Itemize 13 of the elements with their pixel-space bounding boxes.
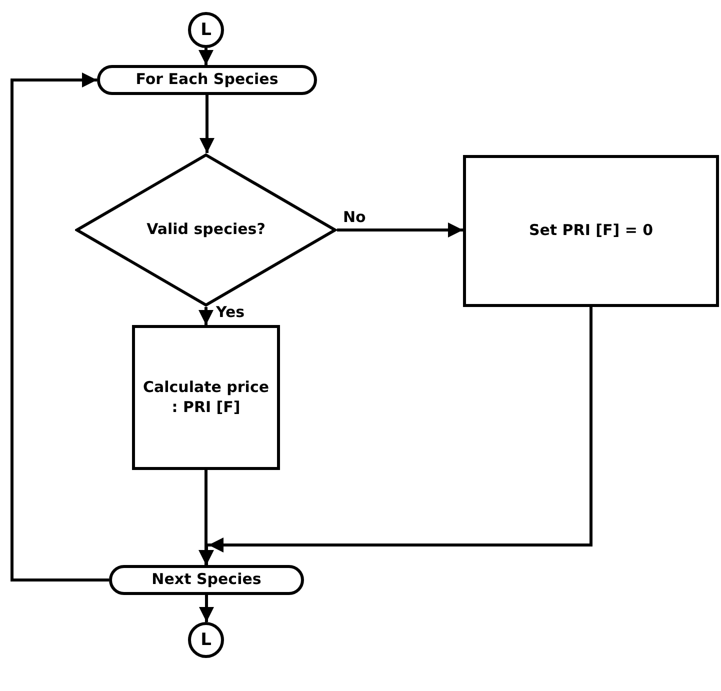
loop-end-terminal: Next Species [109,565,304,595]
connector-circle: L [188,622,224,658]
arrow [337,222,463,238]
connector-circle: L [188,12,224,48]
arrow [200,95,214,153]
decision-diamond: Valid species? [75,153,337,307]
arrow [10,72,109,582]
arrow [198,307,214,325]
arrow [199,595,214,622]
arrow [198,48,214,65]
process-box: Set PRI [F] = 0 [463,155,719,307]
loop-start-terminal: For Each Species [97,65,317,95]
process-box: Calculate price : PRI [F] [132,325,280,470]
